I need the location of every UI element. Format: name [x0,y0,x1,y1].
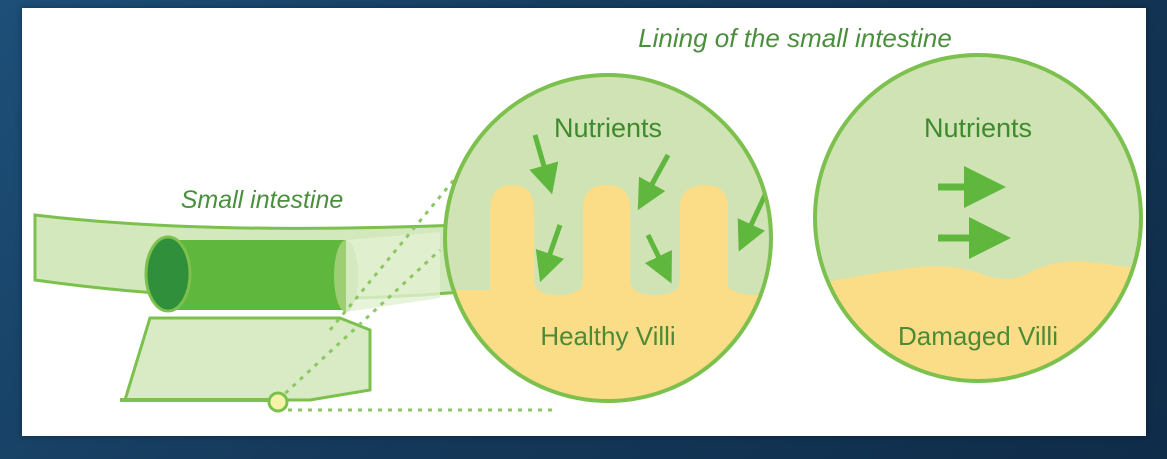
damaged-nutrients-label: Nutrients [924,113,1032,143]
small-intestine-label: Small intestine [181,186,344,214]
damaged-villi-label: Damaged Villi [898,321,1058,351]
healthy-villi-label: Healthy Villi [540,321,675,351]
intestine-section-band [168,240,346,310]
zoom-point-marker [269,393,287,411]
diagram-title: Lining of the small intestine [638,23,952,53]
intestine-section-ring [146,237,190,311]
healthy-nutrients-label: Nutrients [554,113,662,143]
